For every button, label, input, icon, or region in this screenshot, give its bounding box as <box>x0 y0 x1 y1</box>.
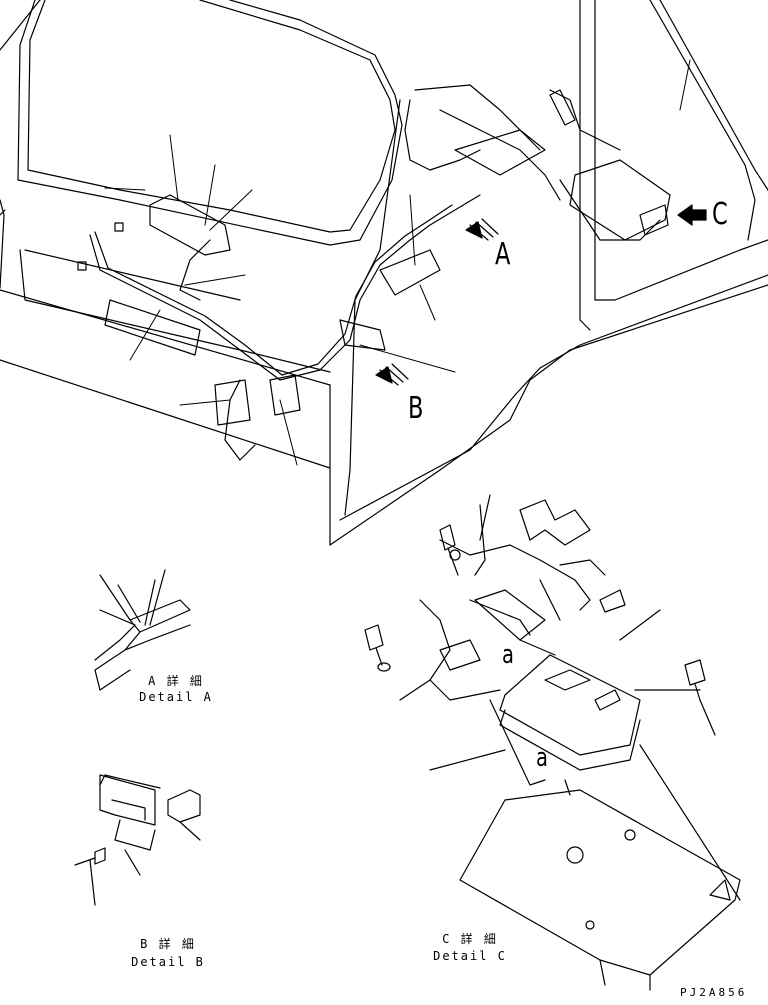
detail-a-caption-en: Detail A <box>139 690 213 704</box>
detail-c-caption-en: Detail C <box>433 949 507 963</box>
detail-a-caption-jp: A 詳 細 <box>148 674 204 688</box>
drawing-number: PJ2A856 <box>680 986 748 999</box>
section-label-a-upper: a <box>502 640 514 670</box>
detail-c-illustration <box>364 494 741 991</box>
detail-a-illustration <box>94 569 191 691</box>
cab-outline <box>0 0 768 546</box>
view-label-c: C <box>712 197 728 232</box>
view-arrows <box>375 204 707 386</box>
detail-b-caption-jp: B 詳 細 <box>140 937 196 951</box>
detail-b-caption-en: Detail B <box>131 955 205 969</box>
view-label-a: A <box>495 237 511 272</box>
main-harness <box>89 84 661 461</box>
section-label-a-lower: a <box>536 743 548 773</box>
cab-components <box>77 89 671 426</box>
detail-b-illustration <box>74 774 201 906</box>
leader-lines <box>104 59 691 466</box>
view-label-b: B <box>408 391 424 426</box>
detail-c-caption-jp: C 詳 細 <box>442 932 498 946</box>
